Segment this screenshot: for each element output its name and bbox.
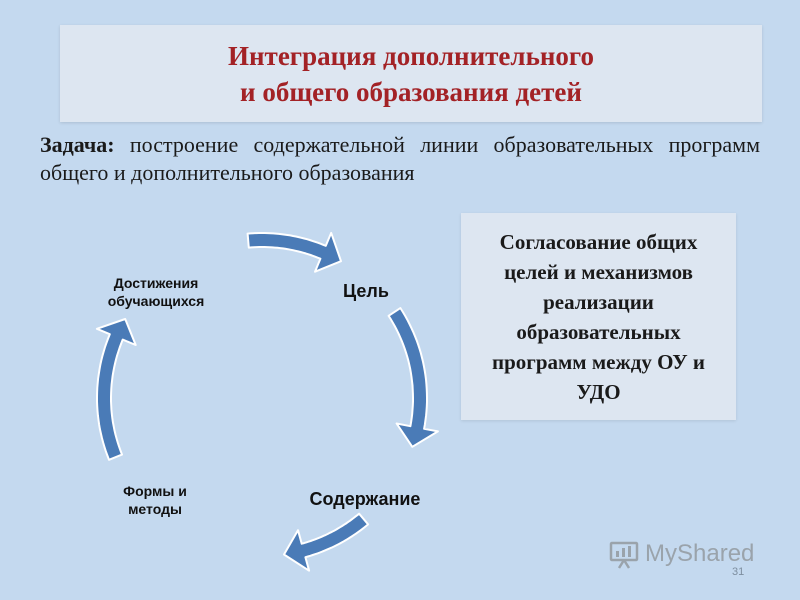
cycle-label-content-text: Содержание: [309, 489, 421, 509]
task-paragraph: Задача: построение содержательной линии …: [40, 131, 760, 187]
cycle-label-achievements: Достижения обучающихся: [90, 274, 222, 310]
cycle-label-content: Содержание: [290, 488, 440, 510]
cycle-label-methods-line1: Формы и: [123, 483, 187, 499]
cycle-arrow-to-achievements: [95, 318, 137, 461]
cycle-label-goal: Цель: [333, 280, 399, 302]
cycle-label-goal-text: Цель: [343, 281, 389, 301]
side-box: Согласование общих целей и механизмов ре…: [461, 213, 736, 420]
cycle-label-achievements-line2: обучающихся: [107, 293, 205, 309]
side-box-text: Согласование общих целей и механизмов ре…: [492, 229, 705, 404]
watermark-text: MyShared: [645, 540, 755, 567]
task-text: построение содержательной линии образова…: [40, 132, 760, 185]
title-box: Интеграция дополнительного и общего обра…: [60, 25, 762, 122]
title-line-2: и общего образования детей: [240, 76, 582, 107]
cycle-label-achievements-line1: Достижения: [113, 275, 199, 291]
presentation-board-icon: [609, 541, 639, 569]
title-line-1: Интеграция дополнительного: [228, 40, 594, 71]
watermark: MyShared: [608, 538, 754, 570]
slide-number: 31: [732, 566, 745, 578]
cycle-label-methods-line2: методы: [128, 501, 182, 517]
task-label: Задача:: [40, 132, 115, 157]
cycle-arrow-to-content: [387, 307, 439, 448]
cycle-arrows: [95, 231, 439, 572]
cycle-label-methods: Формы и методы: [105, 482, 205, 518]
cycle-arrow-to-goal: [246, 231, 342, 273]
cycle-arrow-to-methods: [283, 512, 370, 572]
